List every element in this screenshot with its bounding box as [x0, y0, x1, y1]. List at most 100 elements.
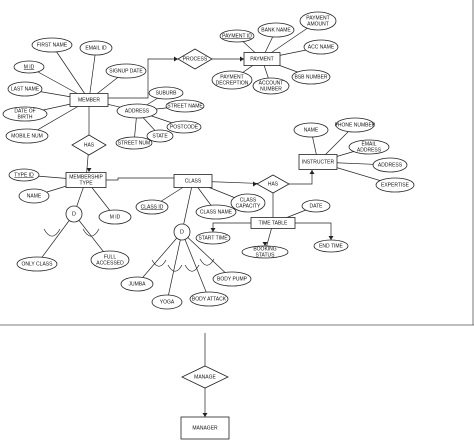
attribute-yoga[interactable] — [151, 294, 183, 310]
attribute-label-mobile-num: MOBILE NUM — [11, 133, 43, 139]
attribute-bank-name[interactable] — [257, 22, 295, 38]
attribute-jumba[interactable] — [120, 276, 154, 292]
attribute-class-capacity[interactable] — [230, 193, 266, 213]
subset-arc-body-pump — [199, 258, 215, 266]
attribute-label-acc-name: ACC NAME — [308, 44, 335, 50]
attribute-label-postcode: POSTCODE — [170, 124, 199, 130]
attribute-address-m[interactable] — [116, 103, 158, 119]
entity-membership-type[interactable] — [65, 172, 107, 188]
subset-arc-full-accessed — [82, 228, 100, 237]
attribute-body-pump[interactable] — [212, 271, 252, 287]
attribute-label-date: DATE — [310, 203, 324, 209]
attribute-label-expertise: EXPERTISE — [381, 182, 410, 188]
attribute-label-bank-name: BANK NAME — [261, 27, 291, 33]
attribute-first-name[interactable] — [31, 37, 73, 53]
attribute-signup-date[interactable] — [105, 63, 147, 79]
attribute-label-payment-amount-line1: PAYMENT — [306, 15, 329, 21]
attribute-email-id[interactable] — [79, 40, 113, 56]
entity-manager[interactable] — [180, 416, 230, 440]
entity-instructer[interactable] — [298, 154, 338, 170]
attribute-last-name[interactable] — [7, 81, 43, 97]
attribute-label-email-id: EMAIL ID — [85, 45, 107, 51]
attribute-label-last-name: LAST NAME — [11, 86, 40, 92]
attribute-label-body-attack: BODY ATTACK — [192, 296, 227, 302]
relationship-manage[interactable] — [181, 365, 229, 389]
attribute-payment-decreption[interactable] — [211, 70, 253, 90]
attribute-street-name[interactable] — [165, 99, 205, 113]
attribute-label-date-of-birth-line2: BIRTH — [18, 114, 33, 120]
attribute-full-accessed[interactable] — [90, 250, 130, 270]
attribute-acc-name[interactable] — [303, 39, 339, 55]
entity-member[interactable] — [69, 93, 109, 107]
attribute-label-payment-decreption-line2: DECREPTION — [216, 80, 249, 86]
attribute-phone-number[interactable] — [335, 117, 375, 133]
edge-membership-type-class — [106, 177, 174, 181]
entity-label-time-table: TIME TABLE — [259, 220, 288, 226]
arrow-to-end-time — [328, 236, 334, 240]
attribute-label-street-num: STREET NUM — [118, 140, 150, 146]
attribute-address-i[interactable] — [372, 157, 408, 173]
attribute-label-email-address-line2: ADDRESS — [357, 147, 382, 153]
attribute-payment-amount[interactable] — [299, 11, 337, 31]
attribute-only-class[interactable] — [16, 256, 58, 272]
edge-time-table-start-time — [212, 222, 251, 232]
attribute-label-booking-status-line1: BOOKING — [253, 246, 276, 252]
attribute-mobile-num[interactable] — [5, 128, 49, 144]
attribute-m-id-mt[interactable] — [98, 209, 132, 225]
entity-class[interactable] — [173, 174, 213, 188]
attribute-class-id[interactable] — [135, 199, 169, 215]
attribute-state[interactable] — [146, 129, 174, 143]
relationship-label-has2: HAS — [268, 181, 279, 187]
subset-arc-jumba — [151, 259, 167, 267]
attribute-suburb[interactable] — [148, 86, 184, 100]
arrow-to-manager — [202, 413, 208, 417]
attribute-payment-id[interactable] — [219, 29, 255, 43]
attribute-label-full-accessed-line1: FULL — [104, 254, 116, 260]
relationship-has2[interactable] — [256, 174, 290, 194]
subset-arc-yoga — [167, 264, 183, 272]
attribute-bsb-number[interactable] — [291, 69, 331, 85]
disjoint-circle-d2 — [173, 223, 191, 241]
entity-time-table[interactable] — [250, 217, 296, 229]
relationship-label-manage: MANAGE — [194, 374, 216, 380]
connector-lines — [23, 20, 396, 428]
attribute-account-number[interactable] — [252, 77, 290, 95]
attribute-end-time[interactable] — [313, 239, 349, 253]
attribute-date-of-birth[interactable] — [2, 106, 48, 122]
attribute-type-id[interactable] — [8, 168, 40, 182]
attribute-email-address[interactable] — [348, 139, 390, 155]
attribute-label-body-pump: BODY PUMP — [217, 276, 248, 282]
entity-label-membership-type-line2: TYPE — [79, 180, 93, 186]
entity-label-manager: MANAGER — [192, 425, 218, 431]
arrow-to-payment — [240, 56, 244, 62]
attribute-label-account-number-line2: NUMBER — [260, 86, 282, 92]
attribute-street-num[interactable] — [115, 136, 153, 150]
arrow-to-process — [174, 56, 178, 62]
entity-payment[interactable] — [243, 52, 281, 66]
attribute-body-attack[interactable] — [189, 291, 229, 307]
edge-d2-body-attack — [181, 231, 210, 300]
attribute-label-start-time: START TIME — [198, 235, 228, 241]
relationship-has1[interactable] — [71, 134, 107, 156]
attribute-start-time[interactable] — [195, 231, 231, 245]
attribute-label-full-accessed-line2: ACCESSED — [96, 260, 124, 266]
edge-d2-jumba — [136, 231, 183, 285]
attribute-expertise[interactable] — [375, 177, 415, 193]
attribute-class-name[interactable] — [195, 204, 237, 220]
relationship-label-process: PROCESS — [183, 56, 208, 62]
attribute-date[interactable] — [301, 199, 331, 213]
attribute-name-mt[interactable] — [18, 188, 50, 204]
relationship-process[interactable] — [177, 48, 213, 70]
attribute-m-id[interactable] — [13, 60, 45, 74]
attribute-postcode[interactable] — [166, 120, 202, 134]
subset-arc-only-class — [43, 228, 61, 237]
attribute-booking-status[interactable] — [241, 245, 289, 259]
attribute-name-i[interactable] — [293, 122, 329, 138]
